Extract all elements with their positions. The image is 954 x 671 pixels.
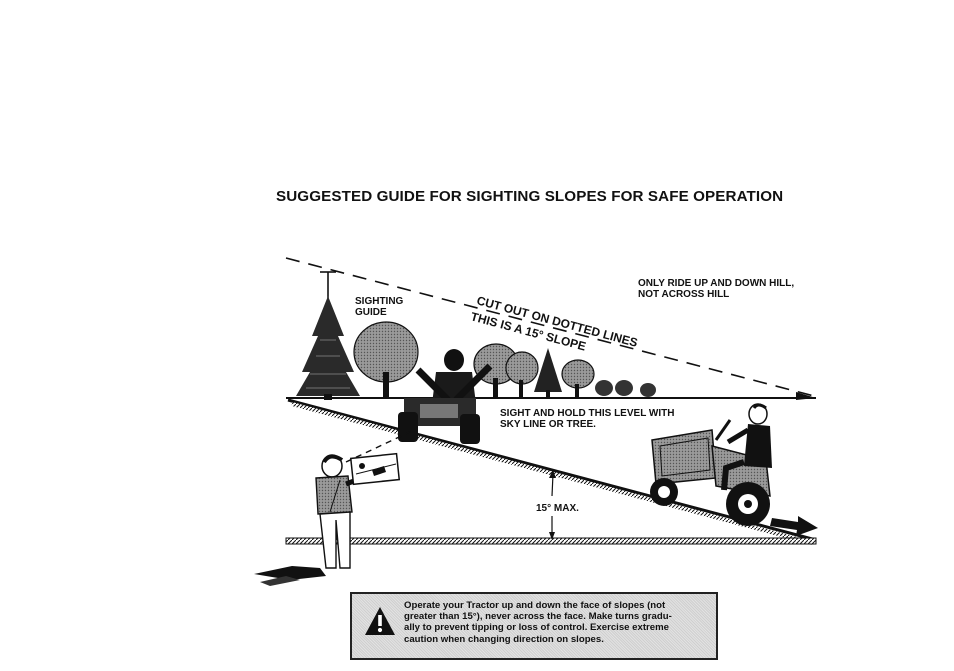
sighting-guide-label: SIGHTING GUIDE bbox=[355, 296, 406, 318]
warning-text: Operate your Tractor up and down the fac… bbox=[404, 600, 716, 645]
riding-mower-side-icon bbox=[650, 403, 772, 526]
sight-instruction-label: SIGHT AND HOLD THIS LEVEL WITH SKY LINE … bbox=[500, 408, 677, 430]
page-title: SUGGESTED GUIDE FOR SIGHTING SLOPES FOR … bbox=[276, 188, 784, 205]
tree-cluster-icon bbox=[353, 321, 656, 398]
warning-box: Operate your Tractor up and down the fac… bbox=[350, 592, 718, 660]
eye-sight-dashed-line bbox=[345, 429, 415, 463]
flat-ground bbox=[285, 537, 817, 545]
uphill-arrow-icon bbox=[770, 516, 818, 536]
pine-tree-icon bbox=[296, 296, 360, 400]
warning-line: Operate your Tractor up and down the fac… bbox=[404, 600, 666, 611]
max-angle-label: 15° MAX. bbox=[536, 503, 579, 514]
tractor-rear-view-icon bbox=[398, 349, 493, 444]
warning-exclamation-icon bbox=[365, 607, 395, 635]
ride-advice-label: ONLY RIDE UP AND DOWN HILL, NOT ACROSS H… bbox=[638, 278, 797, 300]
person-sighting-icon bbox=[254, 452, 401, 586]
slope-surface-line bbox=[287, 398, 817, 542]
warning-line: ally to prevent tipping or loss of contr… bbox=[404, 622, 669, 634]
warning-line: greater than 15°), never across the face… bbox=[404, 611, 672, 623]
warning-line: caution when changing direction on slope… bbox=[404, 633, 604, 645]
